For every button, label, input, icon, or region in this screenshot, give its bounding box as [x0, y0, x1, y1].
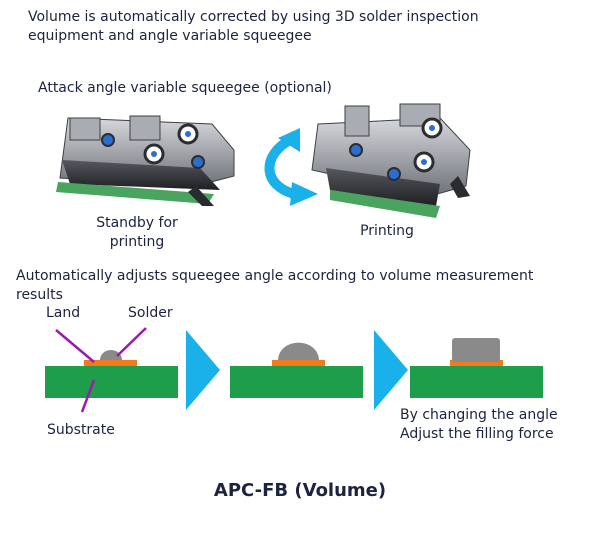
- squeegee-standby-illustration: [56, 115, 235, 206]
- land-label: Land: [46, 305, 81, 321]
- adjust-heading: Automatically adjusts squeegee angle acc…: [16, 268, 534, 303]
- result-caption: By changing the angle Adjust the filling…: [400, 407, 558, 442]
- solder-deposit: [100, 350, 122, 360]
- figure-title: APC-FB (Volume): [213, 480, 387, 501]
- stage-before: [45, 327, 178, 413]
- substrate-label: Substrate: [47, 422, 115, 438]
- step-arrow-icon: [186, 330, 220, 410]
- substrate-board: [45, 366, 178, 398]
- land-pointer: [55, 329, 95, 363]
- land-pad: [272, 360, 325, 366]
- solder-label: Solder: [128, 305, 173, 321]
- squeegee-printing-illustration: [311, 103, 471, 218]
- step-arrow-icon: [374, 330, 408, 410]
- substrate-board: [230, 366, 363, 398]
- substrate-pointer: [80, 379, 96, 413]
- rotation-arrow-icon: [264, 128, 318, 206]
- substrate-board: [410, 366, 543, 398]
- squeegee-heading: Attack angle variable squeegee (optional…: [38, 80, 332, 96]
- standby-caption: Standby for printing: [96, 215, 178, 250]
- stage-corrected: [410, 338, 543, 398]
- land-pad: [450, 360, 503, 366]
- land-pad: [84, 360, 137, 366]
- stage-measured: [230, 342, 363, 398]
- solder-pointer: [116, 327, 147, 357]
- solder-deposit: [278, 342, 319, 360]
- printing-caption: Printing: [360, 223, 414, 239]
- headline: Volume is automatically corrected by usi…: [28, 9, 479, 44]
- solder-deposit: [452, 338, 500, 362]
